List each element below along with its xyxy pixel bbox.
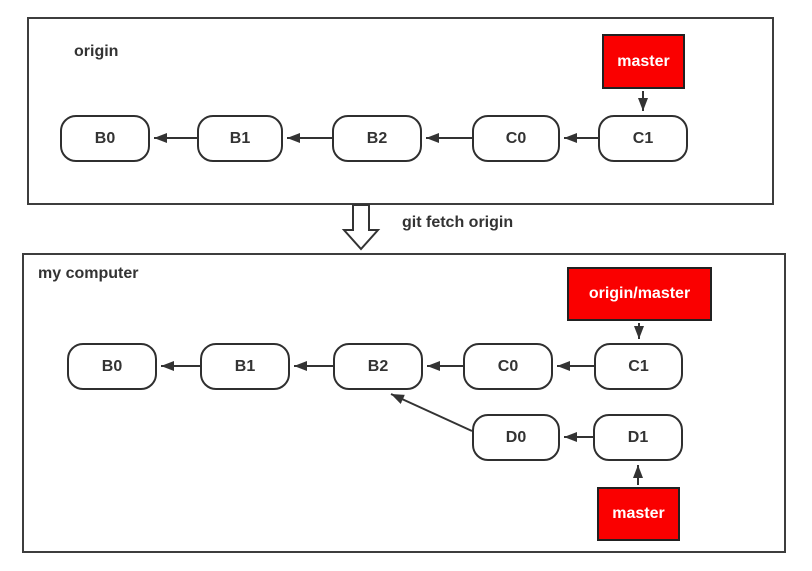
commit-node-local-c0: C0	[463, 343, 553, 390]
branch-label-origin-slash-master: origin/master	[567, 267, 712, 321]
commit-node-origin-b1: B1	[197, 115, 283, 162]
commit-node-local-d0: D0	[472, 414, 560, 461]
branch-label-origin-master: master	[602, 34, 685, 89]
commit-node-local-b0: B0	[67, 343, 157, 390]
panel-origin-title: origin	[74, 43, 119, 60]
commit-node-origin-b2: B2	[332, 115, 422, 162]
commit-node-origin-b0: B0	[60, 115, 150, 162]
commit-node-local-b2: B2	[333, 343, 423, 390]
down-block-arrow-icon	[341, 204, 381, 251]
commit-node-origin-c1: C1	[598, 115, 688, 162]
commit-node-local-b1: B1	[200, 343, 290, 390]
fetch-command-label: git fetch origin	[402, 214, 514, 231]
commit-node-origin-c0: C0	[472, 115, 560, 162]
commit-node-local-c1: C1	[594, 343, 683, 390]
commit-node-local-d1: D1	[593, 414, 683, 461]
branch-label-local-master: master	[597, 487, 680, 541]
panel-my-computer-title: my computer	[38, 265, 139, 282]
